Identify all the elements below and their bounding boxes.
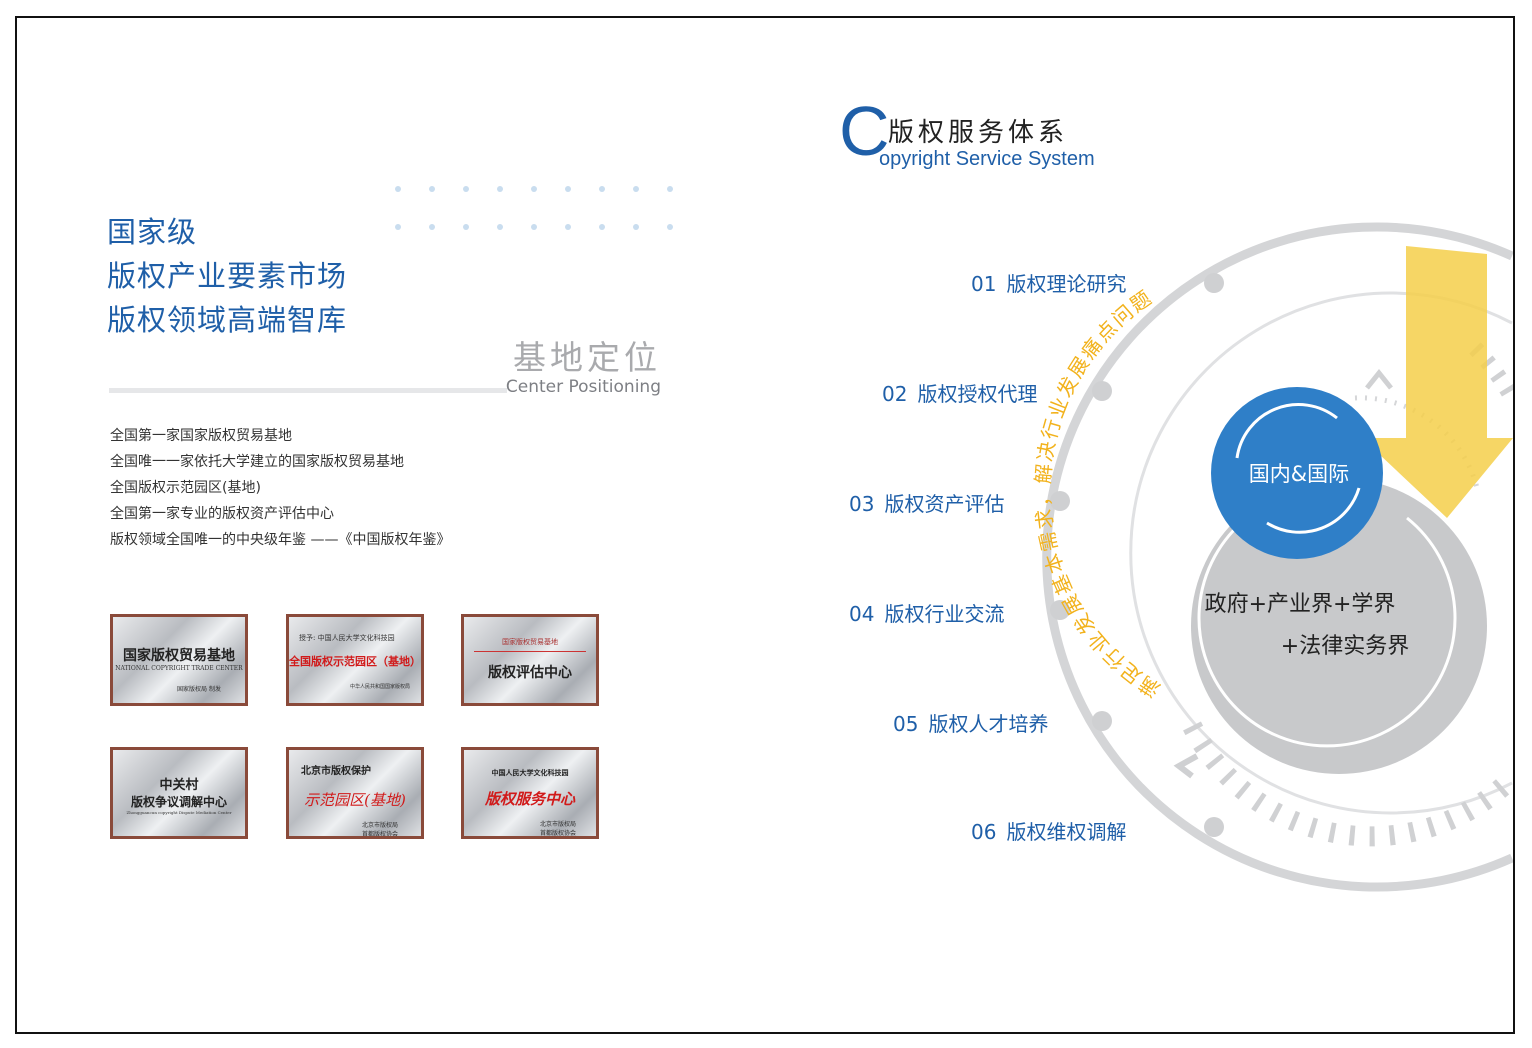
stakeholder-line1: 政府+产业界+学界	[1205, 592, 1396, 617]
arrow-up-icon	[1365, 368, 1393, 390]
ring-node	[1050, 600, 1070, 620]
plaque-top: 授予: 中国人民大学文化科技园	[299, 634, 395, 642]
plaque-title: 国家版权贸易基地	[123, 648, 235, 664]
dot	[633, 224, 639, 230]
fact-item: 版权领域全国唯一的中央级年鉴 ——《中国版权年鉴》	[110, 532, 451, 548]
service-number: 06	[971, 820, 997, 844]
plaque-subtitle: Zhongguancun copyright Dispute Mediation…	[126, 810, 232, 815]
service-label: 版权理论研究	[1006, 272, 1127, 296]
fact-item: 全国版权示范园区(基地)	[110, 480, 261, 496]
inner-ring	[1129, 291, 1513, 815]
ring-node	[1050, 491, 1070, 511]
tick-ring	[1183, 721, 1513, 847]
dot	[429, 224, 435, 230]
plaque-beijing-demo: 北京市版权保护 示范园区(基地) 北京市版权局 首都版权协会	[286, 747, 424, 839]
section-letter: C	[839, 92, 890, 170]
plaque-mediation: 中关村 版权争议调解中心 Zhongguancun copyright Disp…	[110, 747, 248, 839]
dot	[633, 186, 639, 192]
dot	[497, 186, 503, 192]
plaque-org: 北京市版权保护	[301, 766, 371, 777]
dot	[667, 186, 673, 192]
ring-node	[1204, 817, 1224, 837]
stakeholder-inner-arc	[1197, 516, 1457, 748]
plaque-assessment: 国家版权贸易基地 版权评估中心	[461, 614, 599, 706]
section-title-en: opyright Service System	[879, 148, 1095, 170]
section-title-cn: 版权服务体系	[888, 118, 1069, 148]
plaque-title: 版权评估中心	[488, 665, 572, 681]
service-item: 06 版权维权调解	[971, 816, 1126, 845]
plaque-demo-park: 授予: 中国人民大学文化科技园 全国版权示范园区（基地） 中华人民共和国国家版权…	[286, 614, 424, 706]
service-label: 版权维权调解	[1006, 820, 1127, 844]
ring-node	[1204, 273, 1224, 293]
plaque-footer: 首都版权协会	[361, 831, 398, 838]
dot	[395, 224, 401, 230]
dot	[395, 186, 401, 192]
stakeholder-line2: +法律实务界	[1281, 634, 1409, 659]
plaque-footer: 北京市版权局	[539, 821, 576, 828]
plaque-org: 中国人民大学文化科技园	[491, 768, 569, 777]
fact-item: 全国第一家国家版权贸易基地	[110, 428, 292, 444]
dot	[667, 224, 673, 230]
ring-node	[1092, 381, 1112, 401]
arrow-left-icon	[1173, 753, 1199, 779]
dot	[429, 186, 435, 192]
blue-inner-arc	[1266, 487, 1361, 534]
dot	[565, 186, 571, 192]
divider	[109, 388, 507, 393]
blue-inner-arc	[1235, 403, 1338, 459]
ring-node	[1092, 711, 1112, 731]
page-frame: 国家级 版权产业要素市场 版权领域高端智库 基地定位 Center Positi…	[15, 16, 1515, 1034]
plaque-rule	[474, 651, 586, 652]
fact-item: 全国第一家专业的版权资产评估中心	[110, 506, 334, 522]
service-diagram: 满足行业发展基本需求，解决行业发展痛点问题 国内&国际 政府+产业界+学界 +法…	[1031, 222, 1513, 892]
dot	[599, 224, 605, 230]
dot	[599, 186, 605, 192]
headline-line: 版权产业要素市场	[107, 259, 348, 293]
plaque-title: 全国版权示范园区（基地）	[289, 655, 421, 668]
plaque-trade-center: 国家版权贸易基地 NATIONAL COPYRIGHT TRADE CENTER…	[110, 614, 248, 706]
plaque-service-center: 中国人民大学文化科技园 版权服务中心 北京市版权局 首都版权协会	[461, 747, 599, 839]
service-label: 版权人才培养	[928, 712, 1049, 736]
outer-ring	[1042, 222, 1513, 892]
fact-item: 全国唯一一家依托大学建立的国家版权贸易基地	[110, 454, 404, 470]
dot	[531, 224, 537, 230]
plaque-line2: 版权争议调解中心	[130, 795, 227, 809]
headline-line: 国家级	[107, 215, 198, 249]
service-number: 05	[893, 712, 919, 736]
dot	[531, 186, 537, 192]
plaque-footer: 国家版权局 制发	[177, 686, 221, 693]
service-item: 02 版权授权代理	[882, 378, 1037, 407]
facts-list: 全国第一家国家版权贸易基地 全国唯一一家依托大学建立的国家版权贸易基地 全国版权…	[110, 423, 450, 553]
headline: 国家级 版权产业要素市场 版权领域高端智库	[107, 210, 347, 342]
down-arrow-icon	[1362, 246, 1513, 518]
dot	[497, 224, 503, 230]
service-label: 版权授权代理	[917, 382, 1038, 406]
service-item: 01 版权理论研究	[971, 268, 1126, 297]
service-item: 05 版权人才培养	[893, 708, 1048, 737]
plaque-title: 示范园区(基地)	[304, 791, 406, 809]
plaque-footer: 中华人民共和国国家版权局	[349, 684, 410, 690]
dot	[463, 224, 469, 230]
service-label: 版权行业交流	[884, 602, 1005, 626]
service-number: 03	[849, 492, 875, 516]
plaque-subtitle: NATIONAL COPYRIGHT TRADE CENTER	[115, 665, 243, 672]
dot	[565, 224, 571, 230]
service-label: 版权资产评估	[884, 492, 1005, 516]
service-number: 02	[882, 382, 908, 406]
positioning-title: 基地定位	[513, 338, 661, 377]
service-item: 04 版权行业交流	[849, 598, 1004, 627]
service-number: 04	[849, 602, 875, 626]
service-item: 03 版权资产评估	[849, 488, 1004, 517]
plaque-org: 国家版权贸易基地	[502, 638, 558, 646]
service-number: 01	[971, 272, 997, 296]
plaque-title: 版权服务中心	[484, 790, 575, 808]
plaque-line1: 中关村	[159, 778, 199, 793]
inner-circle-label: 国内&国际	[1249, 462, 1349, 486]
plaque-footer: 首都版权协会	[539, 830, 576, 837]
headline-line: 版权领域高端智库	[107, 303, 348, 337]
positioning-subtitle: Center Positioning	[505, 377, 661, 397]
plaque-footer: 北京市版权局	[361, 822, 398, 829]
dot	[463, 186, 469, 192]
